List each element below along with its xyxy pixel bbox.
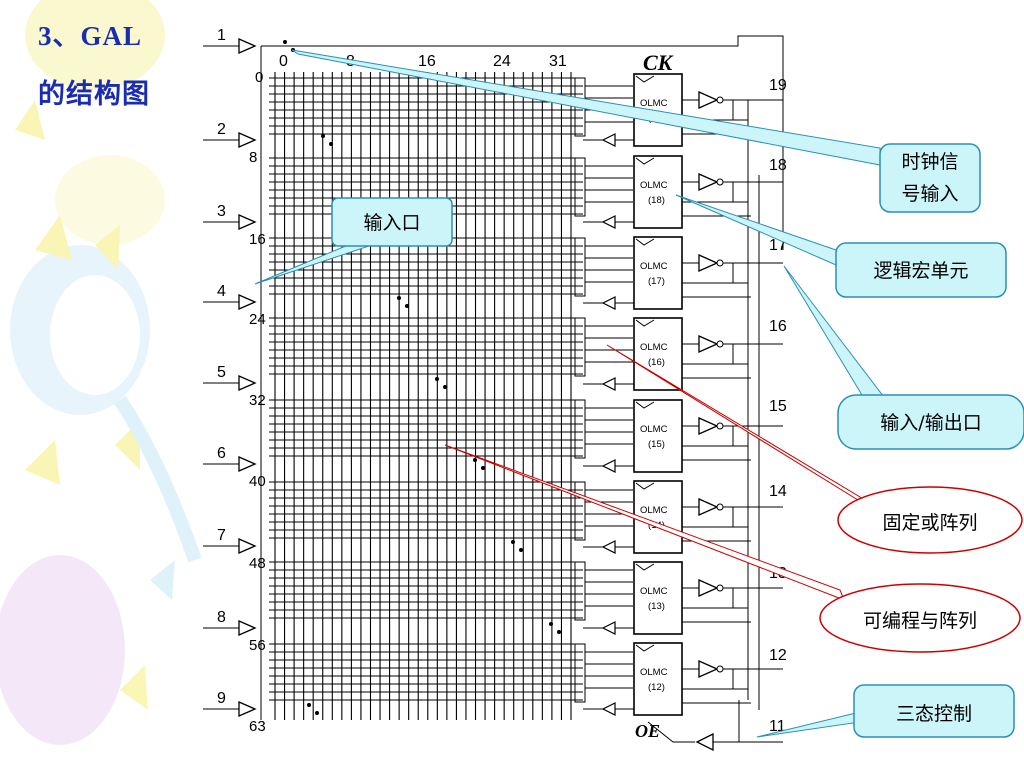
row-number: 63	[249, 718, 266, 735]
input-buffer: 9 63	[203, 690, 319, 735]
input-buffer: 7 48	[203, 527, 523, 572]
fixed-or-array-callout-box	[837, 486, 1023, 554]
olmc-label: OLMC	[640, 667, 668, 678]
clock-input-label-line-1: 时钟信	[901, 151, 959, 173]
olmc-label: OLMC	[640, 342, 668, 353]
olmc-id: (12)	[648, 682, 665, 693]
fixed-or-array-label: 固定或阵列	[882, 512, 978, 534]
input-pin-number: 9	[217, 690, 226, 707]
row-number: 24	[249, 311, 266, 328]
programmable-and-array-label: 可编程与阵列	[862, 610, 977, 632]
tristate-control-callout-box	[853, 684, 1015, 738]
olmc-label: OLMC	[640, 180, 668, 191]
olmc-id: (13)	[648, 601, 665, 612]
olmc-label: OLMC	[640, 261, 668, 272]
input-pin-number: 5	[217, 364, 226, 381]
olmc-block: OLMC (18)	[583, 155, 783, 229]
olmc-label: OLMC	[640, 424, 668, 435]
output-pin-number: 14	[769, 483, 787, 500]
input-pin-number: 6	[217, 445, 226, 462]
logic-macrocell-callout-box	[835, 242, 1007, 298]
input-buffer: 8 56	[203, 609, 561, 654]
olmc-id: (17)	[648, 276, 665, 287]
olmc-id: (15)	[648, 439, 665, 450]
io-port-callout-box	[837, 394, 1024, 450]
column-number-16: 16	[418, 53, 436, 70]
olmc-id: (18)	[648, 195, 665, 206]
input-pin-number: 7	[217, 527, 226, 544]
input-buffer: 1	[203, 27, 295, 54]
olmc-block: OLMC (17)	[583, 236, 783, 310]
input-buffer: 5 32	[203, 364, 447, 409]
input-port-callout-box	[331, 197, 453, 247]
output-pin-number: 16	[769, 318, 787, 335]
tristate-control-label: 三态控制	[895, 703, 972, 725]
olmc-block: OLMC (16)	[583, 317, 783, 391]
olmc-label: OLMC	[640, 586, 668, 597]
output-pin-number: 18	[769, 157, 787, 174]
title-line-1: 3、GAL	[38, 21, 143, 51]
input-pin-number: 8	[217, 609, 226, 626]
row-number: 8	[249, 149, 257, 166]
row-number: 56	[249, 637, 266, 654]
row-number: 0	[255, 69, 263, 86]
row-number: 40	[249, 473, 266, 490]
clock-input-label-line-2: 号输入	[901, 183, 959, 205]
input-buffer: 28	[203, 121, 333, 166]
input-pin-number: 3	[217, 203, 226, 220]
programmable-and-array-callout-box	[819, 583, 1021, 653]
io-port-label: 输入/输出口	[880, 412, 982, 434]
row-number: 48	[249, 555, 266, 572]
output-pin-number: 12	[769, 647, 787, 664]
olmc-label: OLMC	[640, 98, 668, 109]
olmc-block: OLMC (12)	[583, 642, 783, 716]
output-pin-number: 15	[769, 398, 787, 415]
clock-input-callout-box	[879, 143, 981, 213]
input-buffer: 6 40	[203, 445, 485, 490]
output-pin-number: 19	[769, 77, 787, 94]
column-number-0: 0	[279, 53, 288, 70]
olmc-id: (16)	[648, 357, 665, 368]
title-line-2: 的结构图	[38, 79, 150, 109]
row-number: 16	[249, 231, 266, 248]
column-number-31: 31	[549, 53, 567, 70]
input-buffer: 4 24	[203, 283, 409, 328]
input-pin-number: 2	[217, 121, 226, 138]
input-pin-number: 1	[217, 27, 226, 44]
oe-label: OE	[635, 721, 660, 741]
clock-label: CK	[643, 50, 674, 75]
input-port-label: 输入口	[363, 212, 421, 234]
and-array-grid	[260, 35, 784, 752]
olmc-block: OLMC (13)	[583, 561, 783, 635]
input-pin-number: 4	[217, 283, 226, 300]
olmc-block: OLMC (15)	[583, 399, 783, 473]
logic-macrocell-label: 逻辑宏单元	[873, 260, 969, 282]
row-number: 32	[249, 392, 266, 409]
olmc-label: OLMC	[640, 505, 668, 516]
column-number-24: 24	[493, 53, 511, 70]
